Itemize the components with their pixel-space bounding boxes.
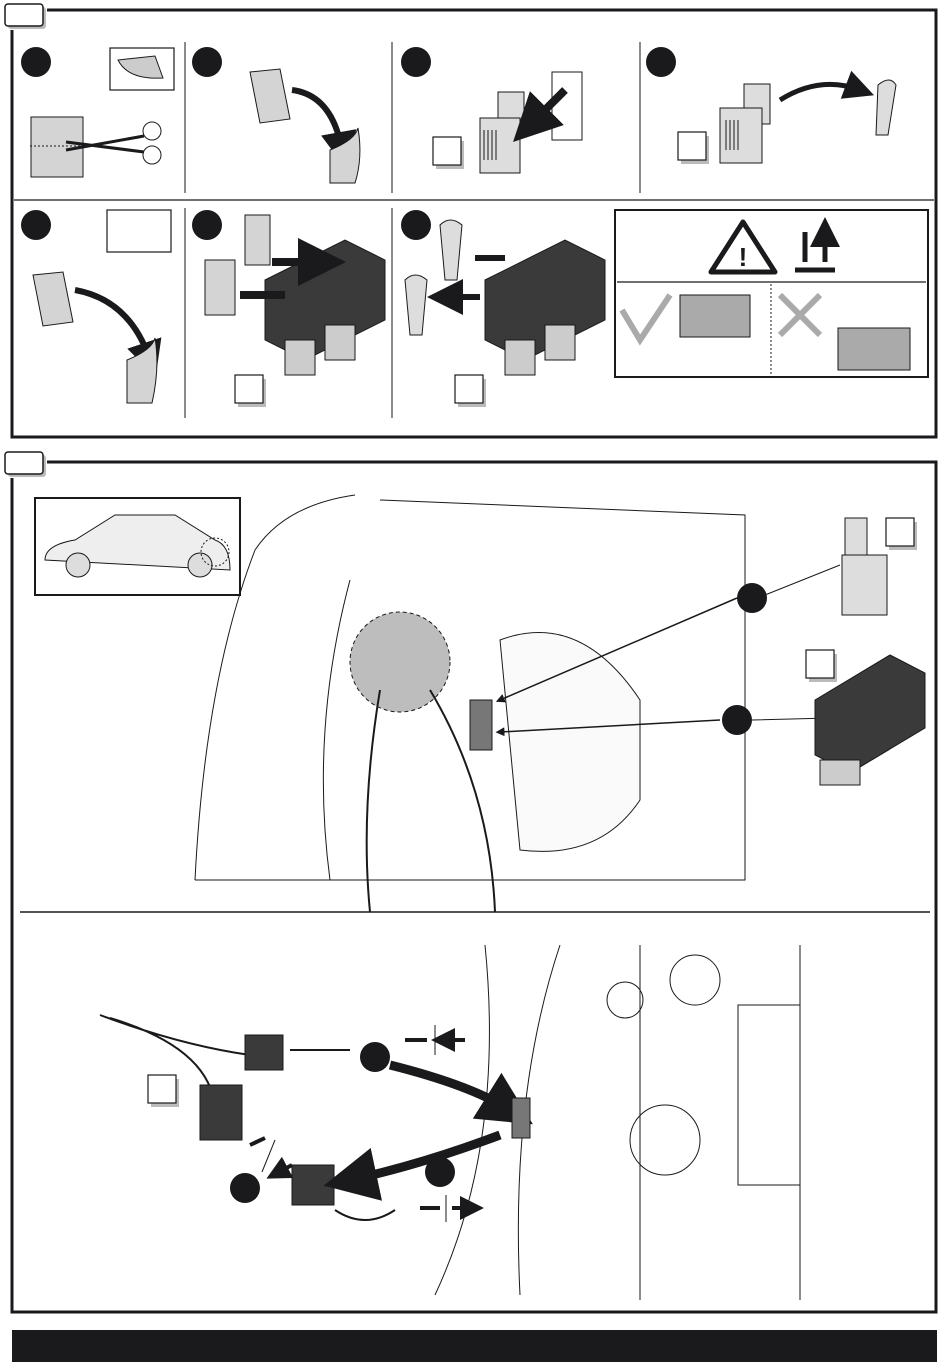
footer-bar <box>12 1330 937 1362</box>
connector-icon <box>245 1035 283 1070</box>
connector-detail-view <box>100 945 800 1300</box>
scissors-icon <box>30 117 161 177</box>
adhesive-pad-icon <box>110 48 174 90</box>
control-module-icon <box>205 215 385 375</box>
push-together-icon <box>405 1025 465 1055</box>
peel-backing-icon <box>250 69 360 183</box>
buzzer-icon <box>720 80 896 163</box>
car-icon <box>35 498 240 595</box>
peel-backing-icon <box>33 272 157 403</box>
panel-a-label-box <box>5 4 43 26</box>
module-incorrect <box>838 328 910 370</box>
buzzer-icon <box>480 72 582 173</box>
check-mark-icon <box>622 295 670 340</box>
module-correct <box>680 295 750 337</box>
orientation-warning-box: ! <box>615 210 928 377</box>
connector-icon <box>292 1165 334 1205</box>
buzzer-icon <box>842 518 887 615</box>
connector-icon <box>200 1085 242 1140</box>
vehicle-trunk-view <box>195 495 840 912</box>
this-way-up-icon <box>795 232 835 270</box>
cross-mark-icon <box>780 295 820 335</box>
svg-text:!: ! <box>739 242 748 272</box>
adhesive-pad-icon <box>107 210 171 252</box>
panel-b-label-box <box>5 452 43 474</box>
pull-apart-icon <box>250 1138 292 1173</box>
control-module-icon <box>405 220 605 375</box>
